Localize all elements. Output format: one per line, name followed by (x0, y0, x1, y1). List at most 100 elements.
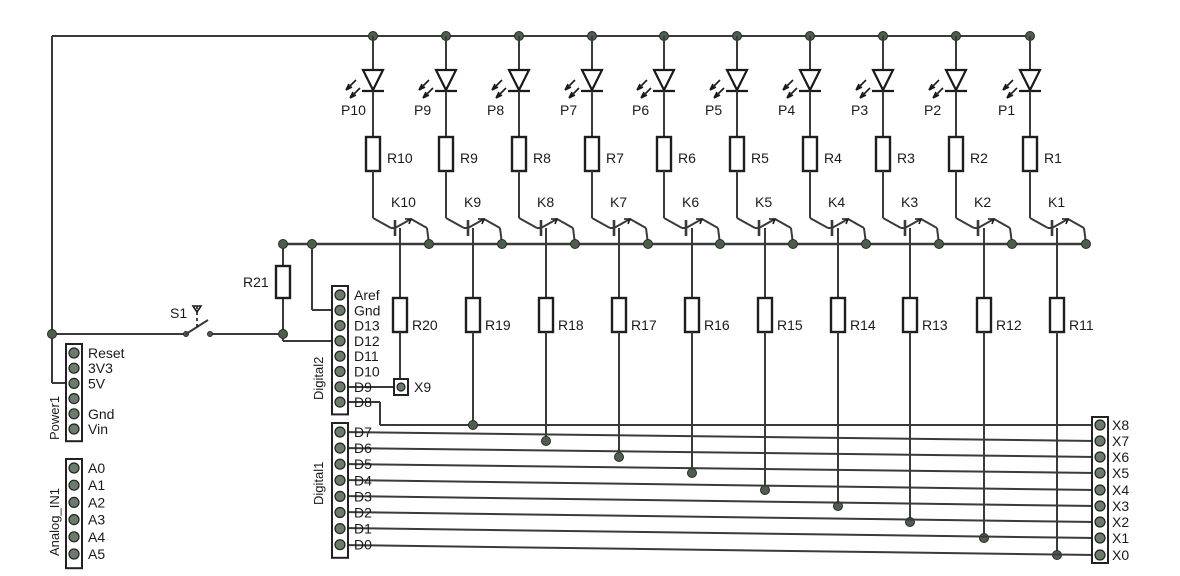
resistor (756, 296, 774, 334)
led-label: P7 (560, 102, 577, 118)
led-diode (944, 68, 968, 93)
header-pin-label: A1 (88, 477, 105, 493)
header-block-label: Digital1 (311, 462, 326, 505)
transistor-label: K5 (755, 194, 772, 210)
resistor-label: R20 (412, 317, 438, 333)
transistor-emitter (685, 218, 703, 229)
junction-dot (497, 239, 507, 249)
junction-dot (715, 239, 725, 249)
header-pin (68, 462, 80, 474)
digital-line (339, 511, 1097, 523)
transistor-emitter (1067, 218, 1085, 229)
resistor (391, 296, 409, 334)
collector-wire (809, 217, 829, 229)
led-emission-arrow (564, 79, 576, 91)
led-emission-arrow (491, 79, 503, 91)
header-pin (334, 490, 346, 502)
header-pin (334, 289, 346, 301)
junction-dot (307, 239, 317, 249)
header-pin (334, 426, 346, 438)
header-pin-label: D4 (354, 472, 372, 488)
resistor (901, 296, 919, 334)
transistor-emitter (613, 218, 631, 229)
resistor-label: R15 (777, 317, 803, 333)
terminal-pin (1094, 516, 1106, 528)
header-pin-label: D8 (354, 394, 372, 410)
terminal-label: X7 (1112, 433, 1129, 449)
terminal-label: X5 (1112, 465, 1129, 481)
resistor (1021, 135, 1039, 173)
switch-label: S1 (170, 305, 187, 321)
terminal-label: X9 (414, 379, 431, 395)
header-pin-label: 3V3 (88, 360, 113, 376)
led-emission-arrow (345, 79, 357, 91)
schematic-components: P10R10K10R20P9R9K9R19P8R8K8R18P7R7K7R17P… (47, 31, 1129, 570)
resistor (874, 135, 892, 173)
resistor (683, 296, 701, 334)
header-pin-label: Gnd (354, 302, 380, 318)
header-pin-label: A3 (88, 512, 105, 528)
header-pin (334, 442, 346, 454)
header-pin-label: D13 (354, 318, 380, 334)
transistor-emitter (540, 218, 558, 229)
junction-dot (833, 501, 843, 511)
led-emission-arrow (855, 79, 867, 91)
led-emission-arrow (932, 87, 944, 99)
collector-wire (1029, 217, 1049, 229)
led-diode (507, 68, 531, 93)
led-emission-arrow (1006, 87, 1018, 99)
transistor-emitter (904, 218, 922, 229)
led-label: P9 (414, 102, 431, 118)
header-pin-label: D9 (354, 379, 372, 395)
header-pin-label: D0 (354, 537, 372, 553)
resistor-label: R1 (1044, 150, 1062, 166)
resistor (537, 296, 555, 334)
resistor-label: R10 (387, 150, 413, 166)
transistor-label: K1 (1048, 194, 1065, 210)
header-block-label: Power1 (47, 396, 62, 440)
digital-line (339, 447, 1097, 458)
resistor-label: R2 (970, 150, 988, 166)
junction-dot (788, 239, 798, 249)
junction-dot (979, 533, 989, 543)
switch-contact (207, 331, 213, 337)
header-block-label: Analog_IN1 (47, 488, 62, 556)
junction-dot (614, 452, 624, 462)
header-pin-label: A5 (88, 546, 105, 562)
junction-dot (570, 239, 580, 249)
header-block (331, 422, 349, 559)
led-diode (871, 68, 895, 93)
resistor-label: R6 (678, 150, 696, 166)
transistor-label: K2 (974, 194, 991, 210)
transistor-arrow (769, 218, 777, 225)
digital-line (339, 431, 1097, 442)
terminal-pin (1094, 500, 1106, 512)
header-pin-label: D6 (354, 440, 372, 456)
header-pin-label: Reset (88, 345, 125, 361)
terminal-label: X4 (1112, 482, 1129, 498)
digital-line (339, 527, 1097, 539)
header-pin (68, 513, 80, 526)
resistor (610, 296, 628, 334)
led-emission-arrow (495, 87, 507, 99)
transistor-label: K7 (610, 194, 627, 210)
x9-pin (396, 382, 406, 392)
terminal-label: X0 (1112, 547, 1129, 563)
led-emission-arrow (418, 79, 430, 91)
header-pin (334, 320, 346, 332)
header-pin-label: A4 (88, 529, 105, 545)
led-label: P4 (778, 102, 795, 118)
led-emission-arrow (786, 87, 798, 99)
transistor-arrow (988, 218, 996, 225)
junction-dot (643, 239, 653, 249)
collector-wire (955, 217, 975, 229)
led-emission-arrow (709, 79, 721, 91)
header-pin (68, 479, 80, 491)
resistor (655, 135, 673, 173)
header-pin (68, 362, 80, 374)
header-pin (334, 458, 346, 470)
junction-dot (468, 420, 478, 430)
transistor-emitter (774, 218, 792, 229)
led-label: P1 (998, 102, 1015, 118)
resistor (1048, 296, 1066, 334)
